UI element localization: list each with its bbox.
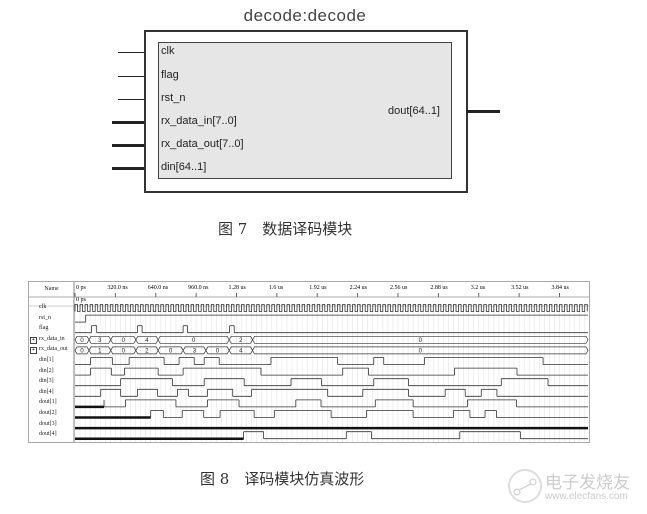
port-rst_n: rst_n	[161, 92, 186, 104]
pin-input	[118, 98, 144, 100]
rx_data_in-segment	[252, 335, 589, 344]
rx_data_in-value: 2	[239, 338, 243, 344]
port-clk: clk	[161, 45, 175, 57]
signal-name-rst_n[interactable]: rst_n	[39, 314, 51, 321]
block-title: decode:decode	[243, 6, 367, 25]
watermark: 电子发烧友 www.elecfans.com	[505, 460, 645, 510]
time-tick-label: 2.56 us	[389, 285, 408, 291]
time-tick-label: 320.0 ns	[107, 285, 128, 291]
signal-name-dout3[interactable]: dout[3]	[39, 420, 57, 427]
rx_data_out-value: 0	[80, 348, 84, 354]
port-rx_data_out: rx_data_out[7..0]	[161, 138, 244, 150]
rx_data_out-value: 0	[169, 348, 173, 354]
figure8-caption: 图 8 译码模块仿真波形	[200, 470, 365, 488]
time-tick-label: 640.0 ns	[147, 285, 169, 291]
rx_data_out-value: 2	[145, 348, 149, 354]
rx_data_out-value: 3	[193, 348, 197, 354]
signal-name-clk[interactable]: clk	[39, 304, 47, 310]
time-tick-label: 2.88 us	[430, 285, 448, 291]
signal-name-rx_data_out[interactable]: rx_data_out	[39, 346, 68, 353]
watermark-text: 电子发烧友	[545, 473, 630, 493]
signal-name-din4[interactable]: din[4]	[39, 388, 54, 395]
time-tick-label: 1.28 us	[228, 285, 246, 291]
figure7-caption: 图 7 数据译码模块	[218, 220, 353, 238]
time-tick-label: 1.6 us	[268, 285, 284, 291]
signal-name-din1[interactable]: din[1]	[39, 357, 54, 363]
rx_data_in-value: 4	[145, 338, 149, 344]
port-flag: flag	[161, 69, 179, 81]
time-tick-label: 2.24 us	[349, 285, 367, 291]
rx_data_in-value: 0	[419, 338, 423, 344]
name-column-header: Name	[44, 286, 59, 292]
time-tick-label: 3.2 us	[470, 285, 486, 291]
signal-name-dout1[interactable]: dout[1]	[39, 399, 57, 406]
signal-name-dout4[interactable]: dout[4]	[39, 431, 57, 438]
time-tick-label: 960.0 ns	[188, 285, 209, 291]
decode-block-inner	[158, 42, 452, 179]
port-dout: dout[64..1]	[388, 105, 440, 117]
rx_data_in-value: 3	[98, 338, 102, 344]
expand-toggle[interactable]: +	[30, 347, 37, 355]
rx_data_out-segment	[252, 346, 589, 355]
signal-name-flag[interactable]: flag	[39, 325, 49, 332]
signal-name-dout2[interactable]: dout[2]	[39, 410, 57, 416]
pin-input	[112, 120, 144, 124]
pin-input	[112, 166, 144, 170]
rx_data_in-value: 0	[192, 338, 196, 344]
clk-wave	[74, 304, 588, 312]
rx_data_out-value: 0	[216, 348, 220, 354]
time-tick-label: 1.92 us	[309, 285, 327, 291]
rx_data_in-value: 0	[80, 338, 84, 344]
rx_data_out-value: 4	[239, 348, 243, 354]
expand-toggle[interactable]: +	[30, 336, 37, 344]
cursor-label: 0 ps	[76, 297, 86, 303]
time-tick-label: 3.84 us	[551, 285, 569, 291]
pin-input	[118, 51, 144, 53]
port-rx_data_in: rx_data_in[7..0]	[161, 115, 237, 127]
time-tick-label: 0 ps	[76, 285, 86, 291]
signal-name-din3[interactable]: din[3]	[39, 378, 54, 385]
pin-input	[112, 143, 144, 147]
watermark-url: www.elecfans.com	[545, 491, 628, 502]
watermark-logo-icon	[508, 469, 542, 503]
signal-name-rx_data_in[interactable]: rx_data_in	[39, 335, 65, 342]
port-din: din[64..1]	[161, 161, 207, 173]
waveform-canvas: 0 3 0 4 0 2 0 0 1 0 2 0 3 0 4 0	[29, 282, 589, 442]
time-tick-label: 3.52 us	[511, 285, 529, 291]
waveform-viewer: 0 3 0 4 0 2 0 0 1 0 2 0 3 0 4 0 Name 0 ps 0 ps 320.0 ns 6…	[28, 281, 590, 443]
pin-input	[118, 75, 144, 77]
pin-dout	[466, 110, 500, 113]
signal-name-din2[interactable]: din[2]	[39, 367, 54, 374]
rx_data_out-value: 0	[122, 348, 126, 354]
rx_data_out-value: 1	[98, 348, 102, 354]
rx_data_out-value: 0	[419, 348, 423, 354]
rx_data_in-value: 0	[122, 338, 126, 344]
